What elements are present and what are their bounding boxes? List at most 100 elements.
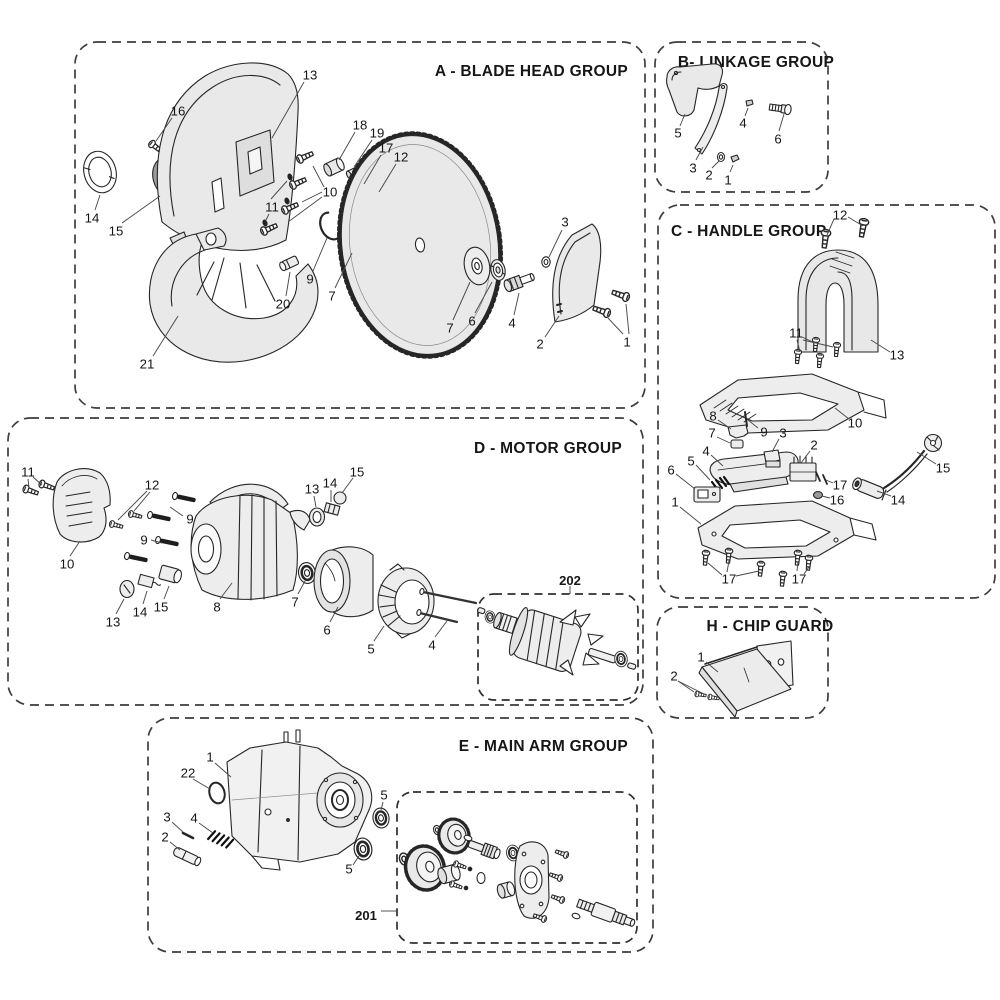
brush-cap-13b [308,507,326,527]
callout-label-D-15: 15 [154,600,169,615]
screw-11 [21,483,40,498]
callout-label-D-6: 6 [323,623,330,638]
spacer-18 [323,157,345,177]
washer-11 [284,197,290,205]
callout-label-D-4: 4 [428,638,435,653]
group-title-H: H - CHIP GUARD [706,618,833,635]
callout-leader-A-10 [312,165,325,188]
cap-15b [333,491,347,505]
callout-label-A-9: 9 [306,272,313,287]
callout-leader-A-17 [363,154,382,185]
callout-leader-A-18 [338,131,356,161]
callout-leader-C-17 [707,562,723,576]
callout-leader-A-10 [301,191,323,203]
bearing-5 [370,805,392,831]
pivot-pin-14 [852,477,885,499]
callout-leader-A-11 [265,213,270,221]
callout-leader-C-13 [870,339,891,353]
nut-3 [541,256,551,268]
shaft-pin-2 [173,847,202,867]
callout-leader-C-17 [726,560,730,573]
callout-leader-A-2 [544,315,560,338]
callout-leader-H-2 [677,680,707,696]
subgroup-label-202: 202 [559,573,581,588]
callout-leader-A-11 [270,180,288,200]
callout-label-E-3: 3 [163,810,170,825]
callout-leader-D-14 [142,590,148,605]
callout-leader-C-15 [916,451,937,465]
chip-guard-plate-1 [698,640,794,718]
callout-label-D-10: 10 [60,557,75,572]
callout-label-D-8: 8 [213,600,220,615]
group-box-E [147,717,654,953]
pin-3 [181,831,195,840]
callout-leader-A-4 [513,292,520,316]
callout-label-C-5: 5 [687,454,694,469]
handle-top-cover-10 [699,373,887,434]
callout-leader-E-5 [352,855,360,866]
screw-12 [108,519,124,531]
callout-leader-C-17 [796,561,799,572]
callout-label-A-12: 12 [394,150,409,165]
callout-leader-D-6 [329,606,339,623]
callout-label-C-10: 10 [848,416,863,431]
callout-leader-C-6 [675,473,696,490]
callout-leader-C-17 [825,479,834,484]
callout-leader-E-1 [214,762,232,778]
callout-leader-C-17 [735,570,760,577]
callout-label-A-4: 4 [508,316,515,331]
group-title-A: A - BLADE HEAD GROUP [435,63,628,80]
group-title-C: C - HANDLE GROUP [671,223,827,240]
saw-blade-part [337,131,503,359]
pin-9 [744,411,748,427]
callout-leader-A-10 [287,196,323,223]
callout-leader-B-6 [778,113,785,132]
callout-leader-C-8 [717,419,732,430]
callout-leader-A-3 [548,229,563,258]
callout-label-E-5: 5 [380,788,387,803]
long-screw-9 [171,491,197,505]
callout-label-B-3: 3 [689,161,696,176]
fan-baffle-5 [377,563,435,639]
callout-label-C-17: 17 [722,572,737,587]
callout-leader-B-3 [695,146,704,161]
callout-leader-B-5 [679,113,686,127]
callout-label-D-11: 11 [21,465,35,480]
callout-label-B-6: 6 [774,132,781,147]
callout-label-C-3: 3 [779,426,786,441]
callout-label-C-8: 8 [709,409,716,424]
screw-10 [294,148,316,165]
callout-label-B-2: 2 [705,168,712,183]
washer-11 [262,219,268,227]
callout-leader-A-14 [94,194,101,211]
callout-leader-E-4 [198,822,214,834]
switch-6 [693,486,721,503]
callout-leader-D-10 [69,540,81,557]
callout-leader-C-10 [834,407,850,420]
group-title-D: D - MOTOR GROUP [474,440,622,457]
callout-leader-D-13 [313,495,317,508]
callout-label-A-11: 11 [265,200,279,215]
callout-leader-A-6 [474,281,493,314]
long-screw-9 [123,551,149,565]
group-box-A [74,41,646,409]
callout-label-A-16: 16 [171,104,186,119]
callout-leader-D-11 [32,476,43,486]
gearbox-assembly-201 [397,817,636,927]
screw-17 [777,570,788,587]
upper-blade-guard-part [156,62,299,251]
clip-4 [745,99,754,107]
spring-4 [207,830,235,849]
screw-12 [856,217,870,239]
callout-label-A-7: 7 [328,289,335,304]
group-box-C [657,204,996,599]
link-bracket-5 [666,63,724,117]
screw-1 [591,303,613,320]
callout-leader-C-5 [695,464,711,481]
callout-label-C-16: 16 [830,493,845,508]
callout-label-A-3: 3 [561,215,568,230]
subgroup-box-201 [396,791,638,944]
callout-label-A-15: 15 [109,224,124,239]
callout-leader-C-3 [771,438,780,453]
